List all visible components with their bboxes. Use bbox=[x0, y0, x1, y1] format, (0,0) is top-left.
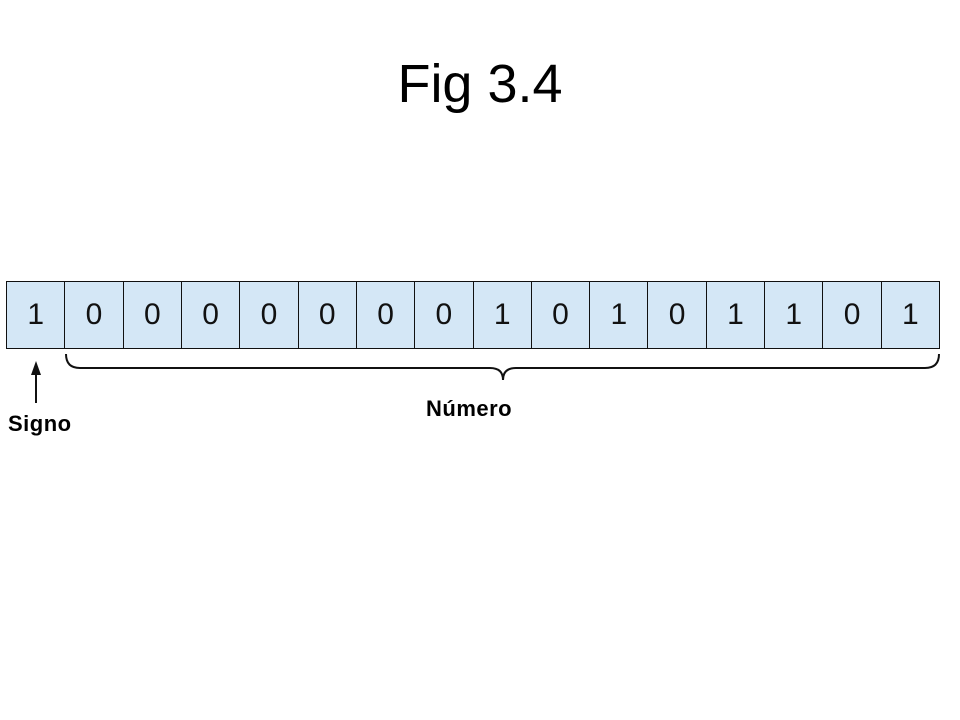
bit-cell: 0 bbox=[530, 282, 590, 348]
sign-label: Signo bbox=[8, 411, 72, 436]
bit-cell: 1 bbox=[764, 282, 823, 348]
bit-cell: 0 bbox=[122, 282, 181, 348]
bit-cell: 0 bbox=[822, 282, 881, 348]
bit-cell: 0 bbox=[355, 282, 415, 348]
bit-cell: 0 bbox=[239, 282, 298, 348]
bit-cell: 1 bbox=[880, 282, 939, 348]
bit-cell: 0 bbox=[647, 282, 706, 348]
bit-cell: 1 bbox=[705, 282, 765, 348]
bit-cell: 0 bbox=[64, 282, 123, 348]
sign-arrow-icon bbox=[31, 361, 41, 403]
bit-cell: 1 bbox=[589, 282, 648, 348]
bit-cell: 0 bbox=[414, 282, 473, 348]
bit-cell: 0 bbox=[180, 282, 240, 348]
bit-cell: 1 bbox=[472, 282, 531, 348]
number-brace bbox=[65, 353, 940, 381]
number-label: Número bbox=[426, 396, 513, 421]
figure-title: Fig 3.4 bbox=[397, 54, 563, 114]
sign-bit-cell: 1 bbox=[7, 282, 65, 348]
bit-cell: 0 bbox=[297, 282, 356, 348]
